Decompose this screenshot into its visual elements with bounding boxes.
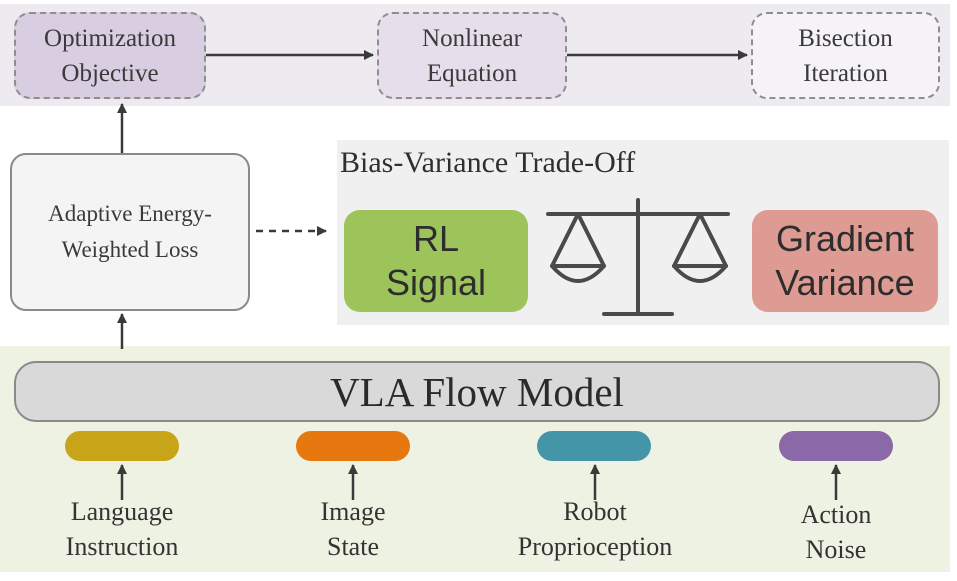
adaptive-loss-node: Adaptive Energy- Weighted Loss — [10, 153, 250, 311]
label-line: Robot — [563, 497, 627, 526]
step-line: Optimization — [44, 24, 176, 52]
image-state-label: Image State — [253, 494, 453, 564]
bisection-iteration-node: Bisection Iteration — [751, 12, 940, 99]
action-noise-token — [779, 431, 893, 461]
label-line: Language — [70, 497, 174, 526]
step-line: Nonlinear — [422, 24, 522, 52]
label-line: Noise — [805, 535, 867, 564]
step-line: Iteration — [803, 59, 888, 87]
vla-flow-model-bar: VLA Flow Model — [14, 361, 940, 422]
loss-line: Adaptive Energy- — [48, 201, 212, 226]
gradient-variance-box: Gradient Variance — [752, 210, 938, 312]
rl-signal-line: RL — [412, 218, 459, 259]
label-line: Image — [320, 497, 386, 526]
balance-scale-icon — [546, 198, 730, 316]
proprioception-token — [537, 431, 651, 461]
label-line: State — [327, 532, 379, 561]
step-line: Equation — [426, 59, 518, 87]
image-state-token — [296, 431, 410, 461]
loss-line: Weighted Loss — [61, 237, 199, 262]
gradient-variance-line: Gradient — [775, 218, 915, 259]
action-noise-label: Action Noise — [736, 497, 936, 567]
label-line: Proprioception — [517, 532, 673, 561]
step-line: Objective — [61, 59, 159, 87]
tradeoff-title: Bias-Variance Trade-Off — [340, 146, 636, 179]
robot-proprioception-label: Robot Proprioception — [488, 494, 702, 564]
label-line: Action — [800, 500, 872, 529]
step-line: Bisection — [798, 24, 893, 52]
label-line: Instruction — [65, 532, 179, 561]
rl-signal-box: RL Signal — [344, 210, 528, 312]
model-label: VLA Flow Model — [330, 368, 624, 415]
gradient-variance-line: Variance — [775, 262, 915, 303]
language-instruction-label: Language Instruction — [22, 494, 222, 564]
rl-signal-line: Signal — [385, 262, 487, 303]
optimization-objective-node: Optimization Objective — [14, 12, 206, 99]
language-token — [65, 431, 179, 461]
nonlinear-equation-node: Nonlinear Equation — [377, 12, 567, 99]
